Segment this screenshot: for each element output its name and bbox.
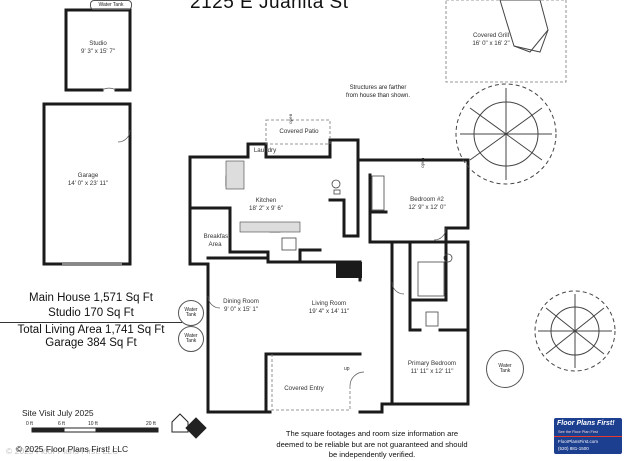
scale-tick-label: 0 ft (26, 421, 33, 427)
room-name: Garage (77, 172, 99, 179)
room-dimension: 16' 0" x 16' 2" (472, 39, 510, 47)
logo-brand: Floor Plans First! (557, 420, 615, 427)
water-tank-left-1: Water Tank (178, 300, 204, 326)
walls (42, 8, 470, 414)
room-covered-patio: Covered Patio (270, 128, 328, 136)
logo-phone: (520) 881-1500 (558, 446, 589, 451)
stat-garage: Garage 384 Sq Ft (45, 337, 137, 349)
room-name: Covered Grill (472, 32, 510, 39)
room-name: Bedroom #2 (410, 196, 444, 203)
site-visit: Site Visit July 2025 (22, 408, 94, 418)
room-name: Laundry (253, 147, 277, 154)
room-studio: Studio 9' 3" x 15' 7" (72, 40, 124, 56)
stat-main-house: Main House 1,571 Sq Ft (28, 292, 153, 304)
stat-total-living: Total Living Area 1,741 Sq Ft (0, 322, 182, 337)
room-name: Studio (89, 40, 107, 47)
room-dimension: 11' 11" x 12' 11" (410, 367, 454, 375)
room-garage: Garage 14' 0" x 23' 11" (56, 172, 120, 188)
grill-structure (499, 0, 549, 53)
room-living: Living Room 19' 4" x 14' 11" (304, 300, 354, 316)
copyright: © 2025 Floor Plans First! LLC (16, 444, 129, 454)
stat-studio: Studio 170 Sq Ft (48, 307, 134, 319)
room-name: Primary Bedroom (407, 360, 457, 367)
housing-icons (171, 413, 207, 439)
accessibility-icon (185, 417, 207, 439)
room-dimension: 9' 3" x 15' 7" (81, 47, 115, 55)
counters (225, 160, 301, 233)
room-bedroom-2: Bedroom #2 12' 9" x 12' 0" (402, 196, 452, 212)
dashed-structures (265, 0, 567, 411)
studio-walls (64, 8, 132, 92)
covered-grill-outline (445, 0, 567, 83)
water-tank-left-2: Water Tank (178, 326, 204, 352)
room-dimension: 14' 0" x 23' 11" (67, 179, 109, 187)
logo-tagline: See the Floor Plan First (558, 430, 598, 434)
door-swings (101, 87, 447, 387)
room-primary-bedroom: Primary Bedroom 11' 11" x 12' 11" (402, 360, 462, 376)
tree-icon (455, 83, 557, 185)
room-dimension: 9' 0" x 15' 1" (224, 305, 258, 313)
scale-tick-label: 10 ft (88, 421, 98, 427)
room-name: Kitchen (255, 197, 277, 204)
covered-patio-outline (265, 119, 331, 145)
room-breakfast: Breakfast Area (198, 225, 232, 248)
watermark: © 2025 Floor Plans First! LLC (6, 446, 119, 456)
floor-plans-first-logo: Floor Plans First! See the Floor Plan Fi… (554, 418, 622, 454)
room-covered-grill: Covered Grill 16' 0" x 16' 2" (466, 32, 516, 48)
garage-walls (42, 102, 132, 266)
house-outer (188, 138, 470, 414)
room-name: Covered Entry (284, 385, 324, 392)
room-kitchen: Kitchen 18' 2" x 9' 6" (244, 197, 288, 213)
equal-housing-icon (171, 413, 189, 433)
scale-bar (31, 427, 159, 433)
room-name: Living Room (311, 300, 347, 307)
scale-tick-label: 6 ft (58, 421, 65, 427)
room-dining: Dining Room 9' 0" x 15' 1" (218, 298, 264, 314)
room-name: Breakfast Area (203, 232, 230, 248)
room-dimension: 18' 2" x 9' 6" (249, 204, 283, 212)
scale-tick-label: 20 ft (146, 421, 156, 427)
water-tank-right: Water Tank (486, 350, 524, 388)
water-tank-top: Water Tank (90, 0, 132, 10)
room-dimension: 12' 9" x 12' 0" (408, 203, 446, 211)
disclaimer: The square footages and room size inform… (276, 429, 468, 459)
structures-note: Structures are farther from house than s… (345, 85, 411, 100)
logo-accent-line (554, 436, 622, 437)
room-laundry: Laundry (250, 147, 280, 155)
tree-icon (534, 290, 616, 372)
covered-entry-outline (271, 354, 351, 411)
entry-up-label: up (344, 366, 350, 372)
room-covered-entry: Covered Entry (280, 385, 328, 393)
patio-open-label: open (288, 113, 294, 124)
fireplace (336, 262, 362, 278)
room-name: Covered Patio (279, 128, 319, 135)
room-name: Dining Room (223, 298, 259, 305)
room-dimension: 19' 4" x 14' 11" (308, 307, 350, 315)
logo-url[interactable]: FloorPlansFirst.com (558, 439, 599, 444)
bedroom-open-label: open (420, 157, 426, 168)
interior-walls (188, 158, 470, 414)
address-title: 2125 E Juanita St (190, 0, 349, 13)
